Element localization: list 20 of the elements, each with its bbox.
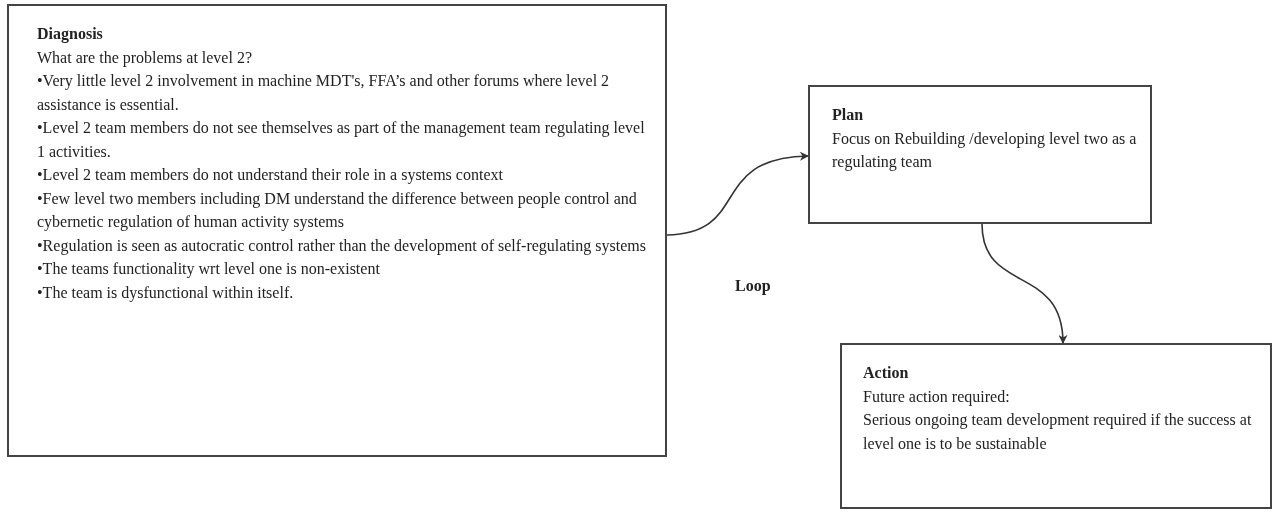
text-box	[840, 343, 1272, 509]
curved-arrow	[666, 152, 809, 236]
box-text: •The teams functionality wrt level one is non-existent	[37, 259, 381, 280]
box-heading: Plan	[832, 105, 865, 125]
loop-label: Loop	[735, 276, 771, 297]
box-text: Focus on Rebuilding /developing level two as a regulating team	[832, 128, 1138, 173]
box-text: What are the problems at level 2?	[37, 47, 253, 69]
box-text: •Regulation is seen as autocratic control rather than the development of self-regulating systems	[37, 235, 647, 257]
box-text: Serious ongoing team development required if the success at level one is to be sustainable	[863, 410, 1253, 454]
box-text: Future action required:	[863, 386, 1011, 408]
text-box	[808, 85, 1152, 224]
box-text: •Level 2 team members do not understand their role in a systems context	[37, 165, 504, 186]
curved-arrow	[981, 223, 1067, 344]
box-text: •The team is dysfunctional within itself.	[37, 282, 295, 304]
box-text: •Level 2 team members do not see themselves as part of the management team regulating level 1 activities.	[37, 118, 646, 162]
box-heading: Diagnosis	[37, 24, 104, 45]
box-text: •Very little level 2 involvement in machine MDT's, FFA’s and other forums where level 2 assistance is essential.	[37, 71, 611, 115]
text-box	[7, 4, 667, 457]
box-heading: Action	[863, 363, 910, 383]
box-text: •Few level two members including DM understand the difference between people control and cybernetic regulation of human activity systems	[37, 188, 638, 233]
